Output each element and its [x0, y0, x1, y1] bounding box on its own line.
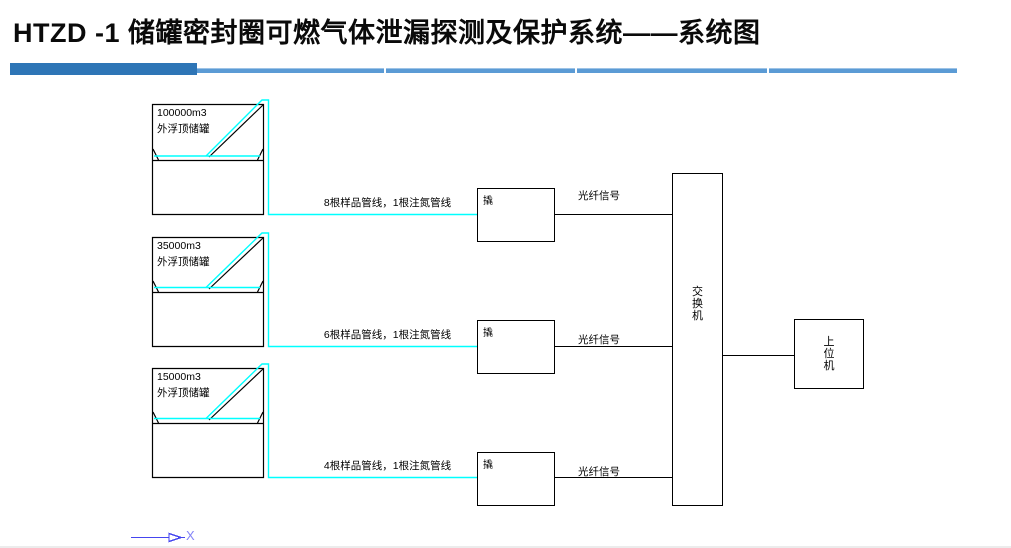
tank-1-roof-diagonal: [208, 104, 264, 158]
skid-box-1: 撬: [477, 188, 555, 242]
slide-bottom-edge: [0, 546, 1011, 548]
tank-2-roof-diagonal: [208, 237, 264, 290]
skid-box-1-label: 撬: [483, 196, 493, 207]
tank-1-type: 外浮顶储罐: [157, 123, 210, 135]
switch-box: 交换机: [672, 173, 723, 506]
fiber-label-3: 光纤信号: [578, 466, 620, 478]
title-underline-light-2: [386, 68, 575, 73]
pipe-label-2: 6根样品管线，1根注氮管线: [323, 329, 452, 341]
x-axis-arrowhead-icon: [168, 532, 184, 543]
switch-label: 交换机: [692, 286, 703, 322]
skid-box-2: 撬: [477, 320, 555, 374]
page-title: HTZD -1 储罐密封圈可燃气体泄漏探测及保护系统——系统图: [13, 18, 761, 48]
pipe-label-1: 8根样品管线，1根注氮管线: [323, 197, 452, 209]
title-underline-light-1: [197, 68, 384, 73]
pipe-label-3: 4根样品管线，1根注氮管线: [323, 460, 452, 472]
fiber-label-1: 光纤信号: [578, 190, 620, 202]
title-underline-light-3: [577, 68, 767, 73]
skid-box-3: 撬: [477, 452, 555, 506]
tank-1-capacity: 100000m3: [157, 107, 207, 119]
x-axis-label: X: [186, 528, 195, 543]
title-underline-dark: [10, 63, 197, 75]
skid-box-3-label: 撬: [483, 460, 493, 471]
title-underline-light-4: [769, 68, 957, 73]
host-computer-box: 上位机: [794, 319, 864, 389]
tank-3-type: 外浮顶储罐: [157, 387, 210, 399]
host-computer-label: 上位机: [823, 336, 835, 372]
skid-box-2-label: 撬: [483, 328, 493, 339]
tank-3-roof-diagonal: [208, 368, 264, 421]
tank-2-capacity: 35000m3: [157, 240, 201, 252]
fiber-label-2: 光纤信号: [578, 334, 620, 346]
tank-3-capacity: 15000m3: [157, 371, 201, 383]
tank-2-type: 外浮顶储罐: [157, 256, 210, 268]
